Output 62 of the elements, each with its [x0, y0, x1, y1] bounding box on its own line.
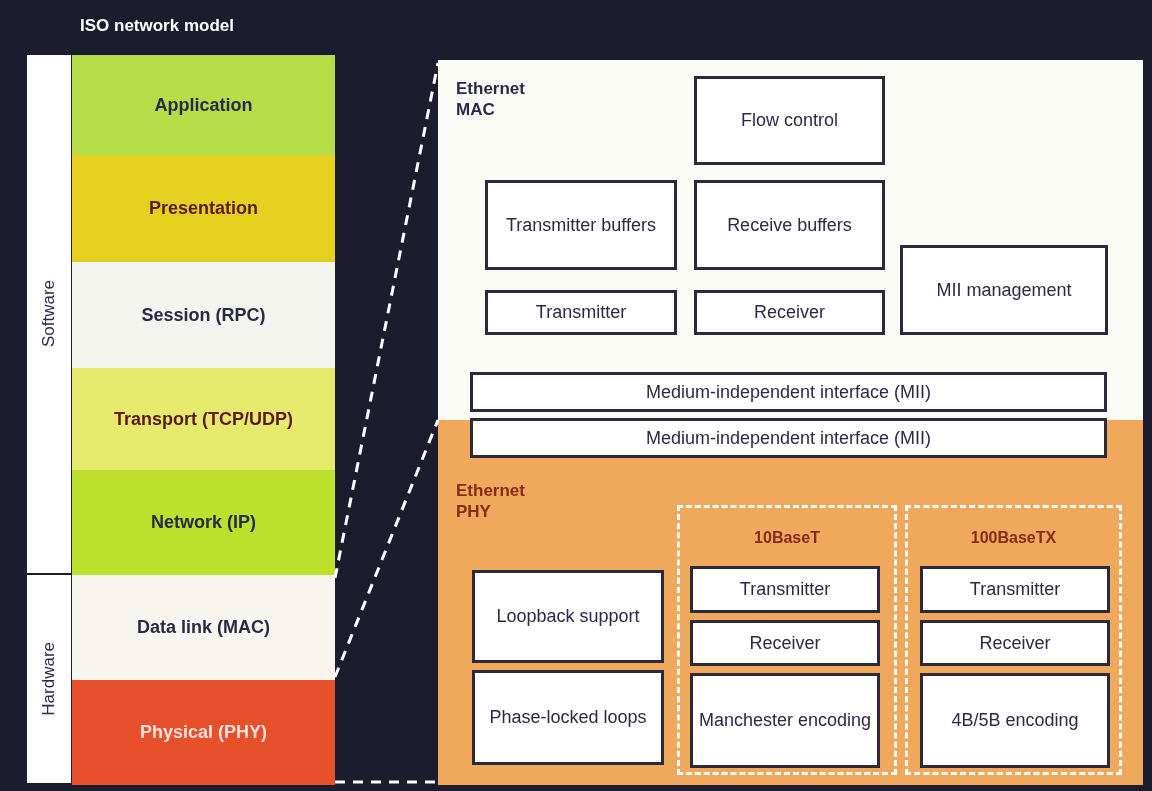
block-label: Application	[153, 93, 254, 117]
layer-band	[72, 55, 335, 155]
bracket-band	[27, 55, 71, 575]
layer-band	[72, 368, 335, 470]
diagram-title: ISO network model	[80, 16, 234, 36]
dashed-guide-line	[333, 419, 440, 678]
layer-band	[72, 155, 335, 262]
side-label: Hardware	[38, 641, 60, 718]
side-label: Software	[38, 279, 60, 350]
dashed-guide-line	[333, 62, 440, 579]
panel-heading: Ethernet PHY	[455, 480, 526, 523]
block-label: Medium-independent interface (MII)	[644, 380, 933, 404]
component-box	[472, 570, 664, 663]
block-label: Receiver	[978, 631, 1052, 655]
block-label: Receive buffers	[726, 213, 853, 237]
layer-band	[72, 680, 335, 785]
block-label: Receiver	[748, 631, 822, 655]
block-label: MII management	[935, 278, 1073, 302]
layer-band	[72, 262, 335, 368]
dashed-guide-line	[335, 780, 438, 784]
component-box	[690, 620, 880, 666]
component-box	[920, 620, 1110, 666]
block-label: Transmitter	[534, 301, 628, 324]
block-label: Transmitter	[968, 578, 1062, 601]
block-label: Receiver	[753, 301, 826, 324]
layer-band	[72, 575, 335, 680]
component-box	[920, 566, 1110, 613]
component-box	[900, 245, 1108, 335]
component-box	[920, 673, 1110, 768]
component-box	[470, 372, 1107, 412]
component-box	[694, 290, 885, 335]
block-label: Session (RPC)	[140, 303, 267, 327]
component-box	[694, 180, 885, 270]
block-label: Network (IP)	[150, 511, 257, 534]
block-label: Medium-independent interface (MII)	[644, 426, 933, 450]
component-box	[485, 290, 677, 335]
block-label: Transport (TCP/UDP)	[113, 407, 294, 431]
block-label: Presentation	[148, 197, 259, 220]
block-label: Phase-locked loops	[488, 706, 648, 729]
bracket-band	[27, 575, 71, 785]
block-label: Physical (PHY)	[138, 721, 268, 744]
group-heading: 10BaseT	[753, 528, 821, 548]
dashed-group	[677, 505, 897, 775]
block-label: Transmitter	[738, 578, 832, 601]
dashed-group	[905, 505, 1122, 775]
block-label: Transmitter buffers	[504, 213, 657, 237]
section-panel	[438, 60, 1143, 420]
component-box	[485, 180, 677, 270]
block-label: 4B/5B encoding	[950, 709, 1080, 732]
component-box	[690, 566, 880, 613]
group-heading: 100BaseTX	[969, 528, 1058, 548]
component-box	[470, 418, 1107, 458]
block-label: Loopback support	[495, 605, 641, 628]
block-label: Flow control	[740, 109, 839, 132]
layer-band	[72, 470, 335, 575]
section-panel	[438, 420, 1143, 785]
component-box	[690, 673, 880, 768]
component-box	[472, 670, 664, 765]
block-label: Data link (MAC)	[136, 616, 271, 639]
block-label: Manchester encoding	[697, 709, 873, 732]
component-box	[694, 76, 885, 165]
panel-heading: Ethernet MAC	[455, 78, 526, 121]
